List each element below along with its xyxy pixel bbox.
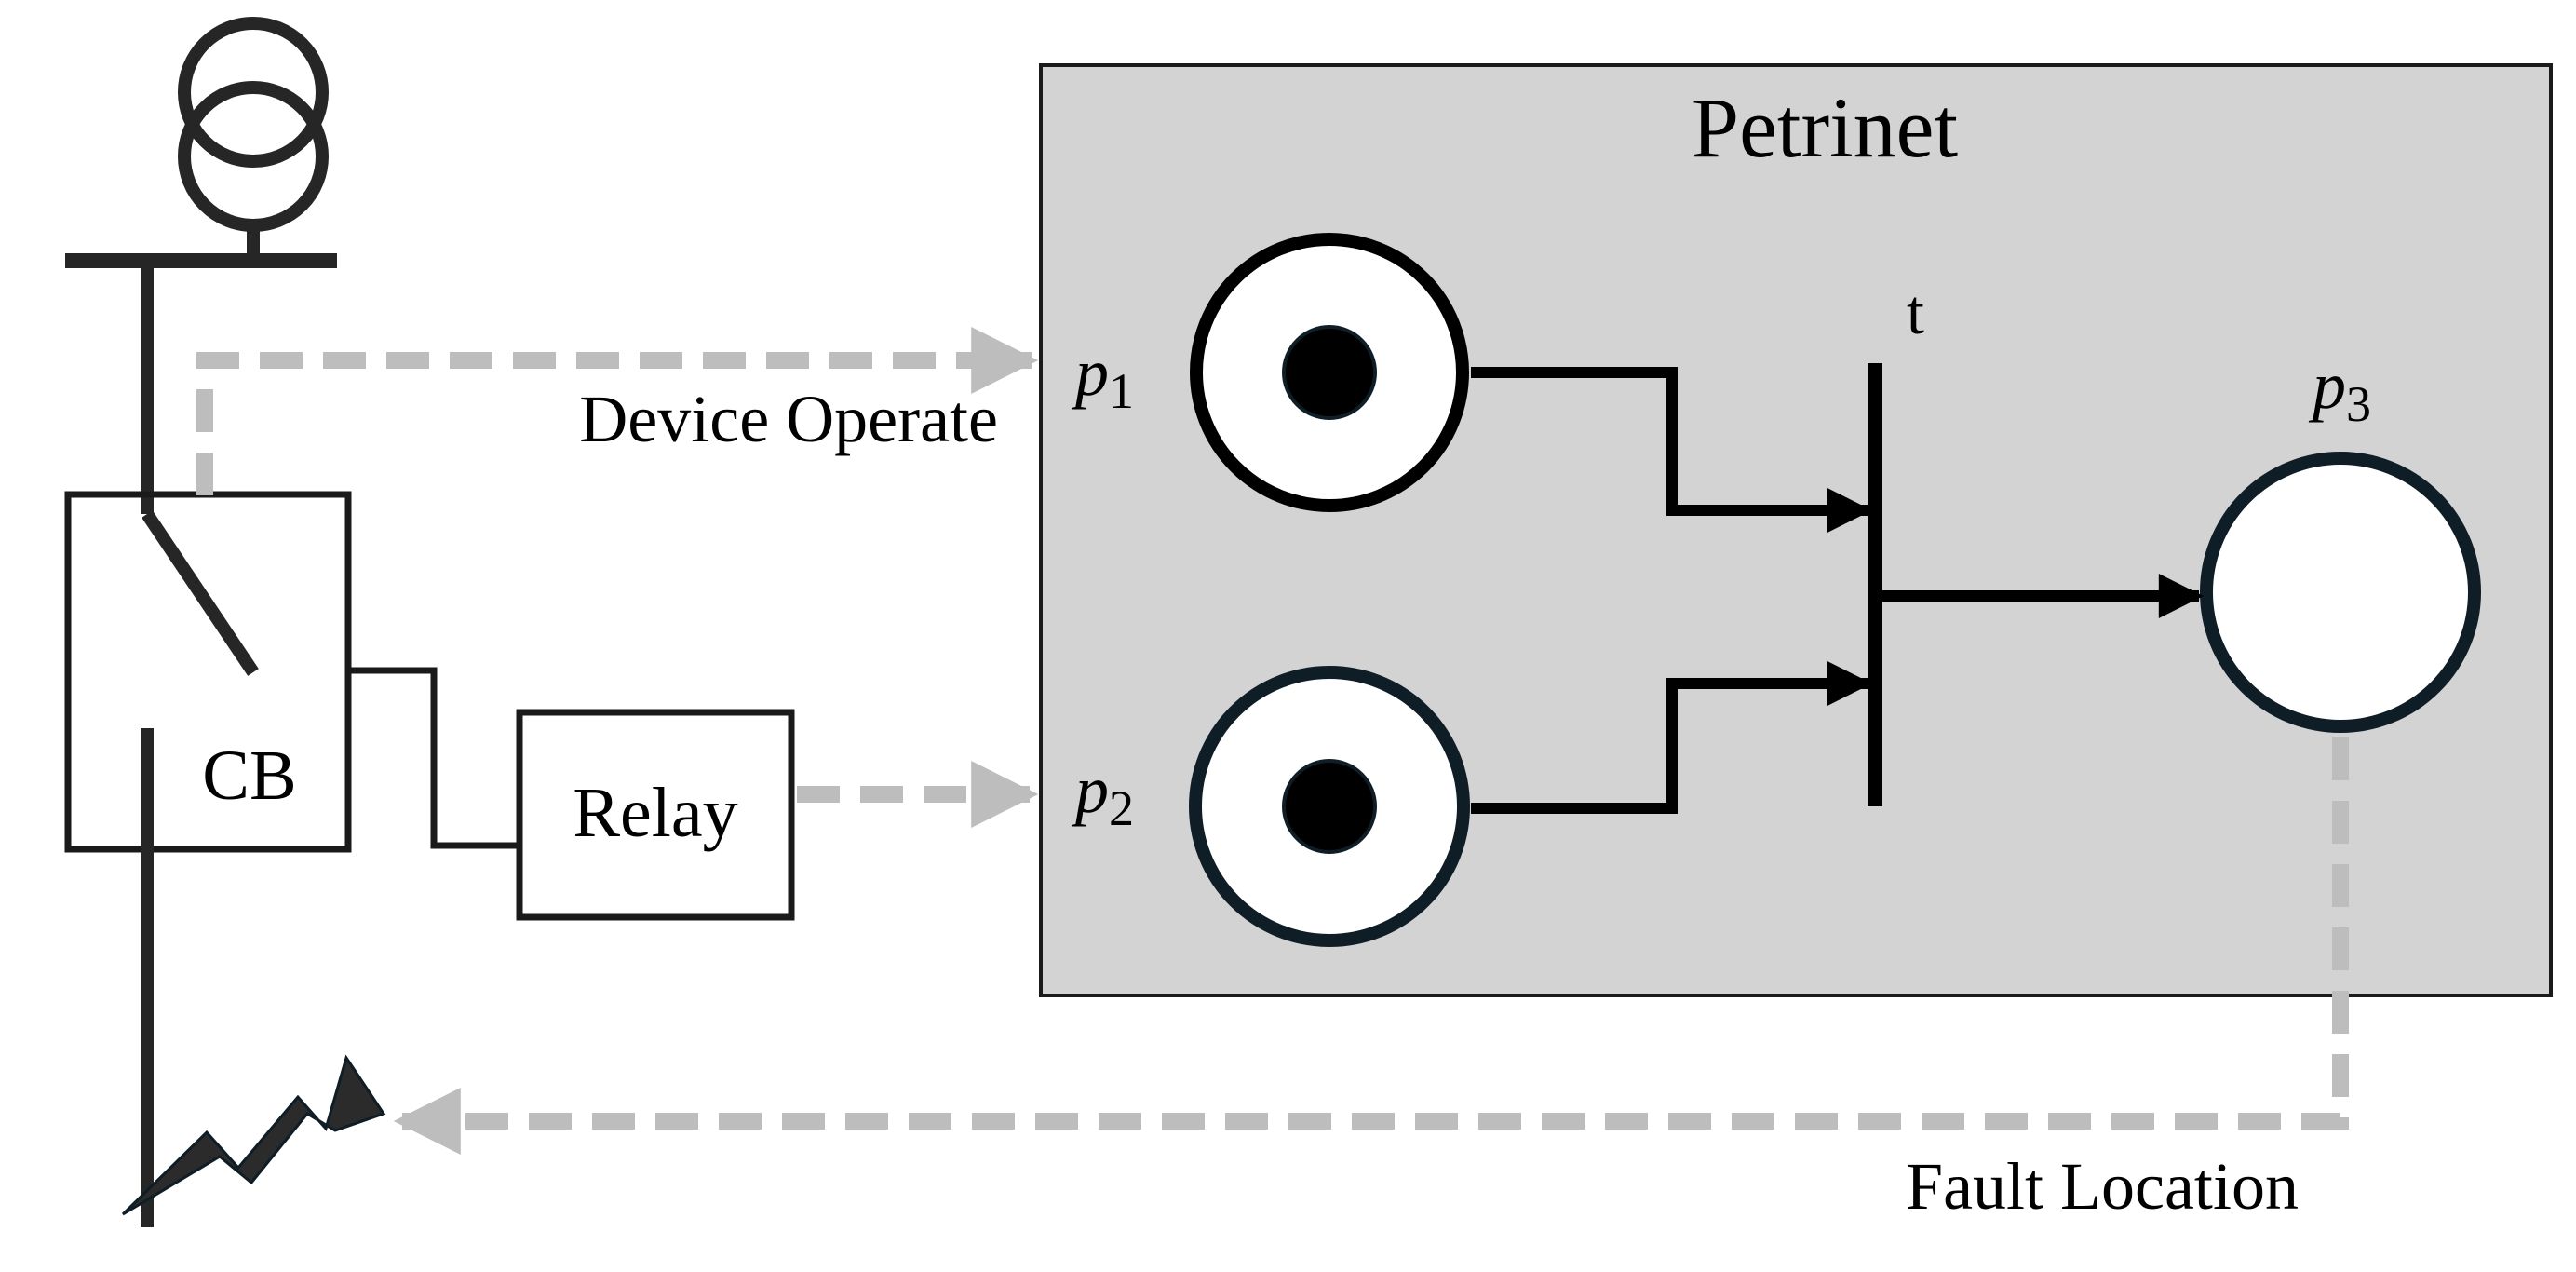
place-p2-label: p2 bbox=[1071, 752, 1134, 836]
relay-wire bbox=[348, 667, 519, 849]
transition-label: t bbox=[1907, 277, 1924, 347]
arc-p2-to-t bbox=[1471, 661, 1872, 814]
breaker-label: CB bbox=[202, 737, 296, 815]
device-operate-label: Device Operate bbox=[579, 382, 998, 456]
place-p1-label: p1 bbox=[1071, 335, 1134, 419]
place-p3-subscript: 3 bbox=[2346, 376, 2371, 432]
transformer-icon bbox=[178, 17, 329, 232]
fault-location-arrow bbox=[393, 737, 2349, 1155]
place-p3 bbox=[2200, 452, 2481, 733]
place-p1-symbol: p bbox=[1071, 335, 1109, 410]
place-p3-label: p3 bbox=[2308, 348, 2371, 432]
petrinet-title: Petrinet bbox=[1692, 80, 1959, 175]
breaker-switch-blade bbox=[142, 510, 259, 676]
token-p1 bbox=[1282, 325, 1377, 420]
place-p2-subscript: 2 bbox=[1109, 780, 1134, 836]
token-p2 bbox=[1282, 759, 1377, 854]
place-p2 bbox=[1189, 666, 1470, 947]
arc-p1-to-t bbox=[1471, 367, 1872, 533]
relay-label: Relay bbox=[573, 774, 737, 852]
place-p1 bbox=[1190, 233, 1469, 512]
place-p3-symbol: p bbox=[2308, 348, 2346, 423]
device-operate-arrow bbox=[196, 327, 1039, 495]
lightning-fault-icon bbox=[121, 1054, 386, 1216]
fault-location-label: Fault Location bbox=[1906, 1149, 2299, 1224]
place-p1-subscript: 1 bbox=[1109, 363, 1134, 419]
relay-box bbox=[516, 709, 795, 921]
place-p2-symbol: p bbox=[1071, 752, 1109, 827]
